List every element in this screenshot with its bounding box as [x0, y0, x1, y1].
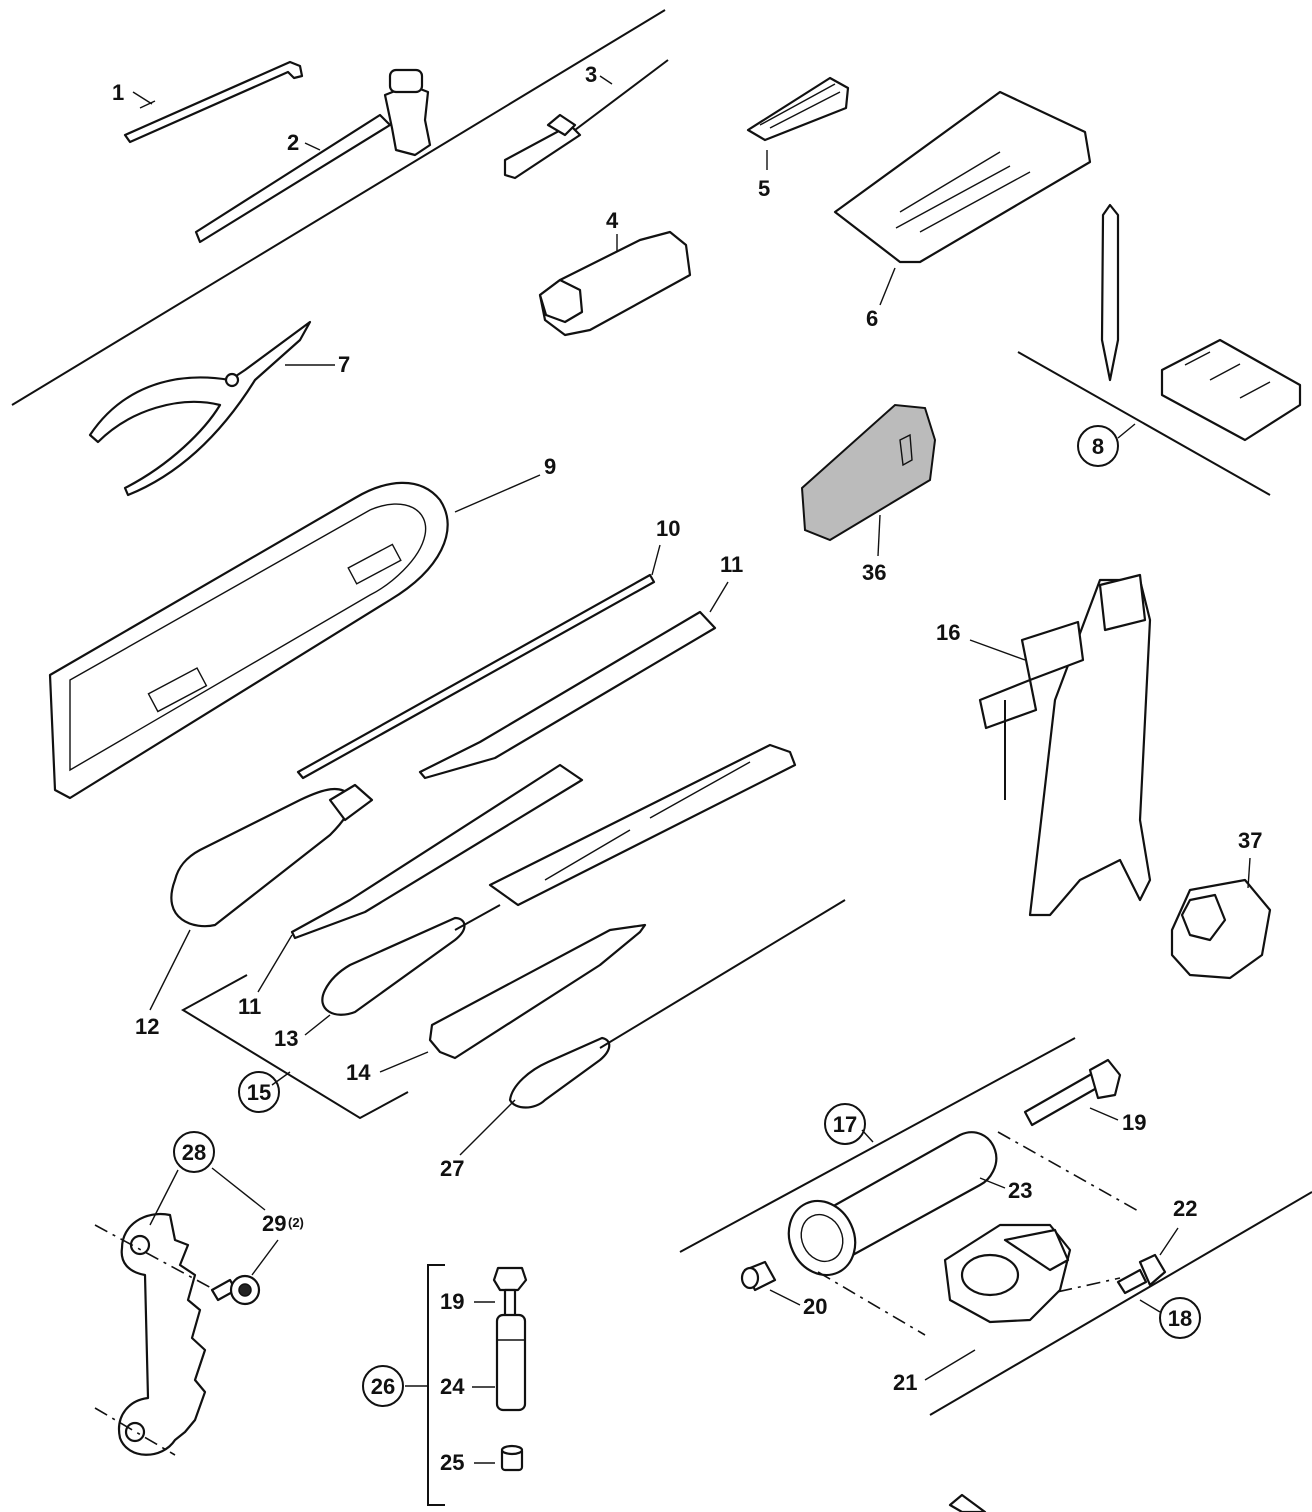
part-22-bolt: 22 [1116, 1196, 1197, 1295]
part-19-bolt-upper: 19 [1023, 1058, 1146, 1135]
part-16-chain-breaker: 16 [936, 573, 1152, 917]
label-11b: 11 [238, 994, 261, 1019]
part-25-nut: 25 [440, 1444, 524, 1475]
label-3: 3 [585, 62, 597, 87]
label-9: 9 [544, 454, 556, 479]
label-19b: 19 [440, 1289, 464, 1314]
part-29-screw: 29 (2) [210, 1211, 304, 1306]
label-10: 10 [656, 516, 680, 541]
label-21: 21 [893, 1370, 917, 1395]
part-4-plug-spanner: 4 [538, 208, 692, 337]
label-14: 14 [346, 1060, 371, 1085]
label-12: 12 [135, 1014, 159, 1039]
label-17: 17 [833, 1112, 857, 1137]
label-18: 18 [1168, 1306, 1192, 1331]
label-29-qty: (2) [288, 1215, 304, 1230]
part-12-file-handle: 12 [135, 783, 374, 1039]
label-15: 15 [247, 1080, 271, 1105]
part-27-cleaning-tool: 27 [440, 899, 846, 1181]
label-6: 6 [866, 306, 878, 331]
bracket-26: 26 [362, 1264, 445, 1506]
part-20-nut: 20 [740, 1260, 827, 1319]
label-37: 37 [1238, 828, 1262, 853]
label-20: 20 [803, 1294, 827, 1319]
label-28: 28 [182, 1140, 206, 1165]
label-24: 24 [440, 1374, 465, 1399]
label-2: 2 [287, 130, 299, 155]
divider-line [11, 9, 666, 406]
part-36-wedge: 36 [800, 403, 937, 585]
part-9-chain-guard: 9 [48, 454, 556, 800]
label-4: 4 [606, 208, 619, 233]
label-11a: 11 [720, 552, 743, 577]
label-19a: 19 [1122, 1110, 1146, 1135]
part-11-flat-file-lower: 11 [238, 763, 584, 1019]
label-23: 23 [1008, 1178, 1032, 1203]
label-7: 7 [338, 352, 350, 377]
part-3-screwdriver: 3 [503, 59, 669, 180]
label-22: 22 [1173, 1196, 1197, 1221]
assembly-axis-lines [817, 1131, 1141, 1336]
label-29: 29 [262, 1211, 286, 1236]
part-10-round-file: 10 [296, 516, 680, 780]
part-14-depth-gauge: 14 [346, 923, 647, 1085]
part-5-small-wedge: 5 [746, 76, 850, 201]
label-16: 16 [936, 620, 960, 645]
part-13-file-holder: 13 [274, 743, 797, 1051]
label-25: 25 [440, 1450, 464, 1475]
part-23-sleeve: 23 [787, 1131, 1032, 1277]
partial-bottom-item [948, 1493, 987, 1512]
part-19-bolt-lower: 19 [440, 1266, 528, 1322]
label-1: 1 [112, 80, 124, 105]
label-36: 36 [862, 560, 886, 585]
part-7-circlip-pliers: 7 [88, 320, 350, 497]
part-8-file-guide-set: 8 [1017, 203, 1302, 496]
label-26: 26 [371, 1374, 395, 1399]
label-8: 8 [1092, 434, 1104, 459]
label-5: 5 [758, 176, 770, 201]
part-28-bumper-spike: 28 [94, 1131, 266, 1456]
part-1-hex-key: 1 [112, 60, 304, 144]
bracket-15: 15 [181, 974, 409, 1120]
part-11-flat-file-upper: 11 [418, 552, 743, 780]
part-6-felling-wedge: 6 [833, 90, 1092, 331]
label-13: 13 [274, 1026, 298, 1051]
part-24-sleeve: 24 [440, 1313, 527, 1412]
part-37-flywheel-puller: 37 [1170, 828, 1272, 980]
bracket-18: 18 [929, 1191, 1312, 1416]
bracket-17: 17 [679, 1037, 1076, 1253]
part-21-puller-plate: 21 [893, 1223, 1072, 1395]
label-27: 27 [440, 1156, 464, 1181]
part-2-spanner: 2 [194, 68, 432, 244]
